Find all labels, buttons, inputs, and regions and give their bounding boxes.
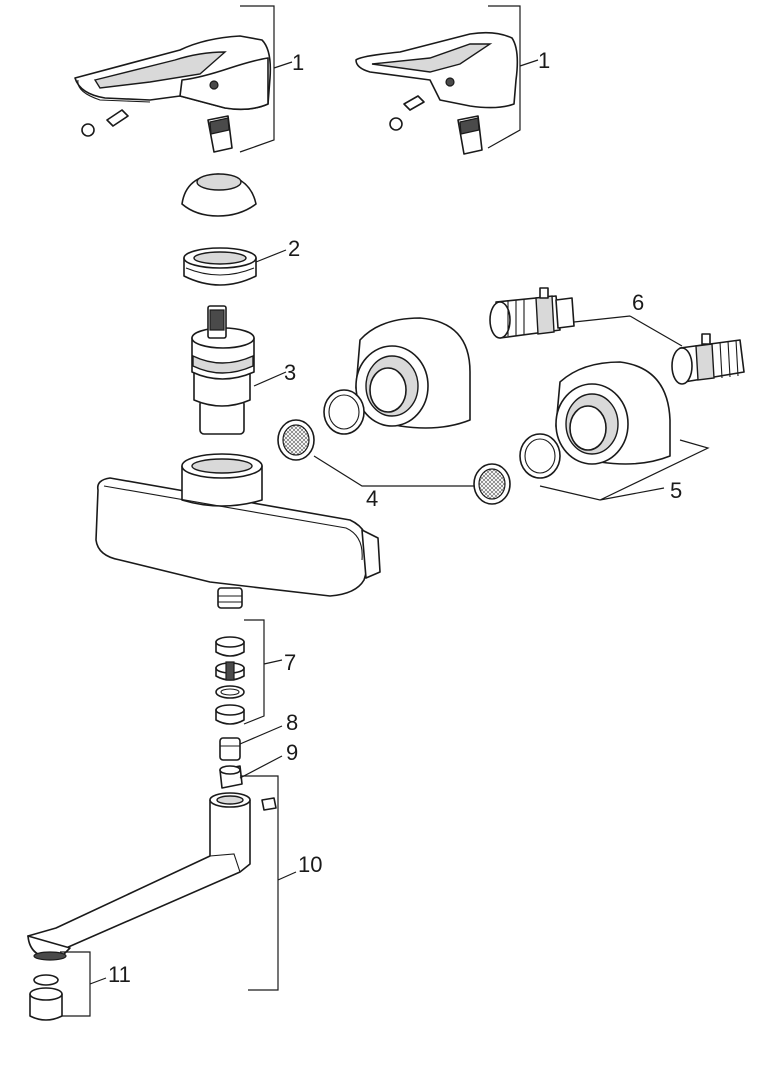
o-ring-small (215, 685, 245, 699)
callout-3: 3 (284, 360, 296, 385)
s-union-right (671, 333, 745, 385)
leader-9 (239, 755, 283, 779)
callout-4: 4 (366, 486, 378, 511)
callout-9: 9 (286, 740, 298, 765)
adapter-1a (207, 115, 233, 153)
callout-1-left: 1 (292, 50, 304, 75)
bracket-10 (240, 775, 297, 991)
hex-nut (219, 765, 243, 789)
leader-6 (573, 315, 683, 347)
callout-11: 11 (108, 962, 131, 987)
callout-6: 6 (632, 290, 644, 315)
callout-7: 7 (284, 650, 296, 675)
aerator-seal (33, 974, 59, 986)
o-ring-left (323, 389, 365, 435)
adapter-1b (457, 115, 483, 155)
callout-1-right: 1 (538, 48, 550, 73)
grub-screw-1b (389, 95, 425, 131)
callout-5: 5 (670, 478, 682, 503)
faucet-body (95, 453, 381, 597)
lever-handle-standard (355, 31, 519, 109)
o-ring-right (519, 433, 561, 479)
cover-cap (181, 173, 257, 217)
wall-sleeve-right (555, 361, 671, 465)
clip-ring (215, 661, 245, 681)
cartridge-nut (183, 247, 257, 286)
spout-adapter (219, 737, 241, 761)
bracket-7 (243, 619, 283, 725)
cartridge (191, 305, 255, 435)
bracket-1b (487, 5, 539, 149)
grub-screw-1a (81, 109, 129, 137)
diverter-stem (217, 587, 243, 609)
s-union-left (489, 287, 575, 339)
spout (27, 792, 251, 961)
aerator (29, 987, 63, 1021)
callout-10: 10 (298, 852, 322, 877)
wall-sleeve-left (355, 317, 471, 429)
strainer-left (277, 419, 315, 461)
bracket-5 (539, 439, 710, 501)
strainer-right (473, 463, 511, 505)
leader-2 (255, 249, 287, 263)
callout-2: 2 (288, 236, 300, 261)
bracket-11 (60, 951, 107, 1017)
seal-ring-b (215, 704, 245, 725)
leader-4 (313, 455, 474, 487)
callout-8: 8 (286, 710, 298, 735)
grub-screw-10 (261, 797, 277, 811)
bracket-1a (239, 5, 293, 153)
leader-3 (253, 371, 287, 387)
leader-8 (239, 725, 283, 745)
seal-ring-a (215, 636, 245, 657)
lever-handle-loop (74, 35, 272, 111)
